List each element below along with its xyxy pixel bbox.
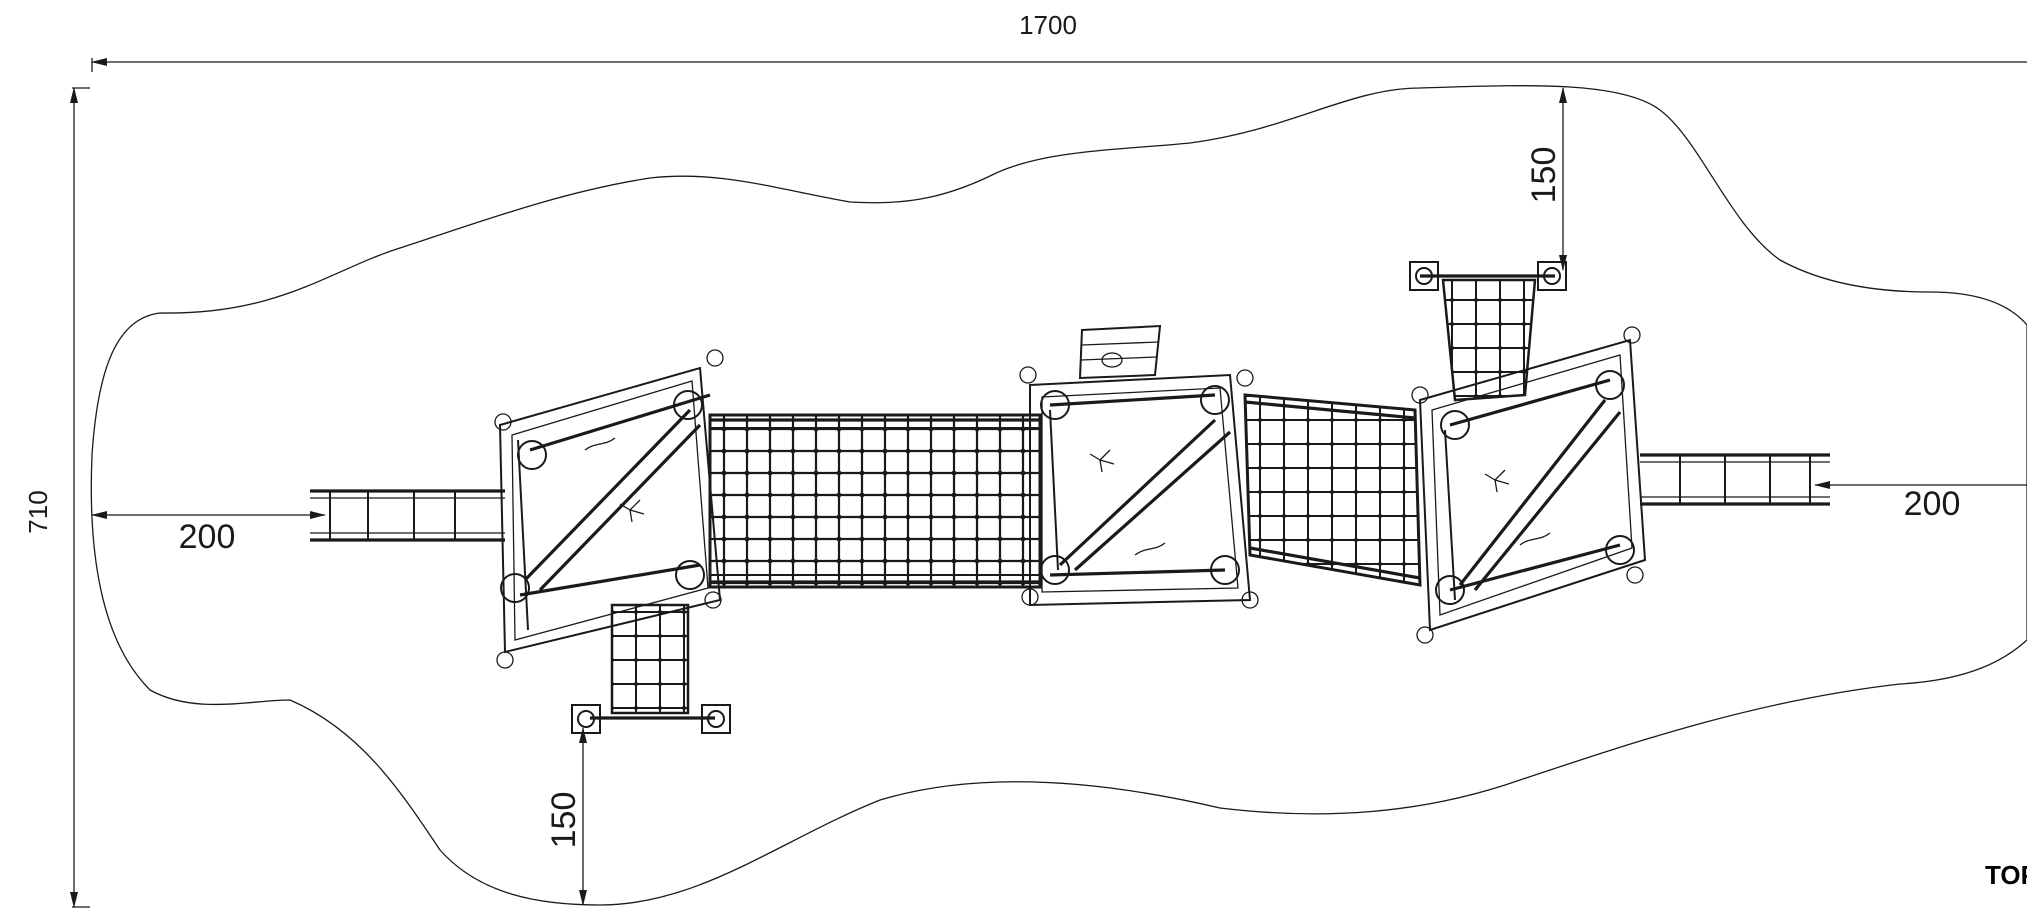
safety-zone-outline xyxy=(90,85,2027,906)
dimension-top-clearance-label: 150 xyxy=(1525,147,1563,204)
right-platform xyxy=(1411,326,1647,644)
dimension-bottom-clearance: 150 xyxy=(545,727,587,906)
dimension-overall-width-label: 710 xyxy=(23,490,53,533)
net-tunnel-left xyxy=(708,413,1042,589)
right-ladder xyxy=(1640,453,1830,506)
center-platform xyxy=(1019,366,1259,609)
dimension-left-clearance-label: 200 xyxy=(179,518,236,556)
bottom-left-net xyxy=(571,603,731,734)
top-panel xyxy=(1078,324,1162,380)
dimension-top-clearance: 150 xyxy=(1525,87,1567,271)
dimension-overall-length: 1700 xyxy=(91,10,2027,72)
dimension-right-clearance-label: 200 xyxy=(1904,485,1961,523)
left-platform xyxy=(494,349,724,669)
dimension-right-clearance: 200 xyxy=(1814,481,2027,523)
view-label: TOP xyxy=(1985,860,2027,890)
dimension-overall-width: 710 xyxy=(23,87,90,908)
dimension-overall-length-label: 1700 xyxy=(1019,10,1077,40)
left-ladder xyxy=(310,489,505,542)
top-right-net xyxy=(1409,261,1567,402)
net-tunnel-right xyxy=(1243,393,1422,587)
dimension-bottom-clearance-label: 150 xyxy=(545,792,583,849)
dimension-left-clearance: 200 xyxy=(91,511,326,556)
